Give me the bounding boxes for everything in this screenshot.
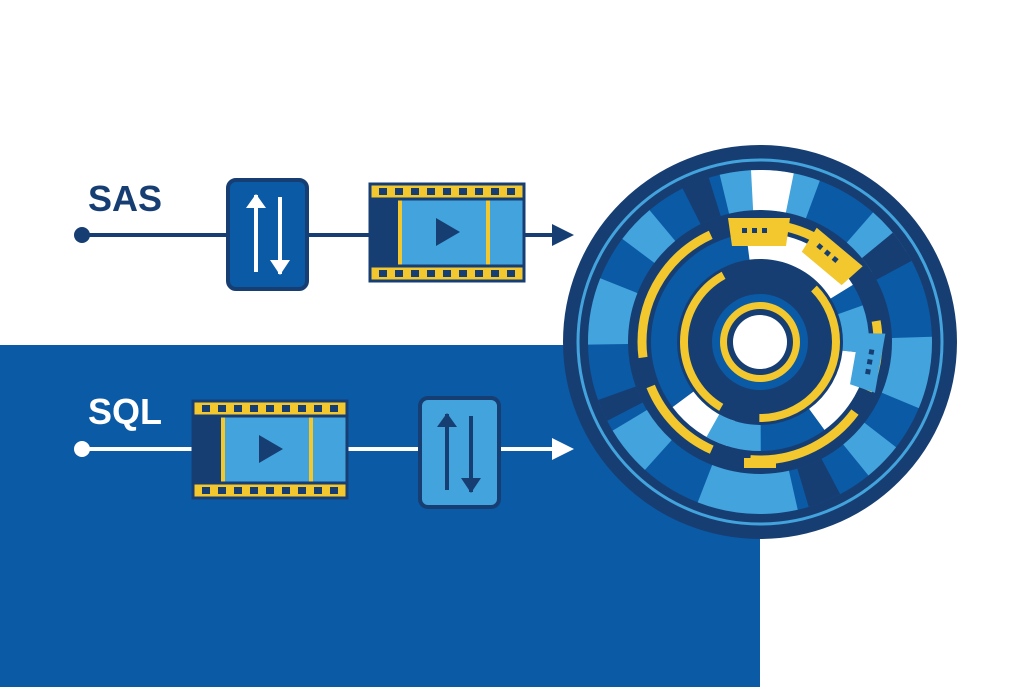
sas-arrow-head-icon <box>552 224 574 246</box>
sql-label: SQL <box>88 391 162 432</box>
transfer-icon <box>418 396 501 509</box>
film-strip-icon <box>191 399 349 500</box>
disc-tab <box>744 458 776 468</box>
disc-icon <box>563 145 957 539</box>
disc-tab <box>801 227 863 286</box>
play-icon <box>259 435 283 463</box>
disc-tab <box>850 333 886 393</box>
sql-flow: SQL <box>74 391 574 509</box>
sql-arrow-head-icon <box>552 438 574 460</box>
play-icon <box>436 218 460 246</box>
film-strip-icon <box>368 182 526 283</box>
disc-tab <box>728 218 790 246</box>
sas-flow: SAS <box>74 178 574 291</box>
transfer-icon <box>226 178 309 291</box>
sas-label: SAS <box>88 178 162 219</box>
